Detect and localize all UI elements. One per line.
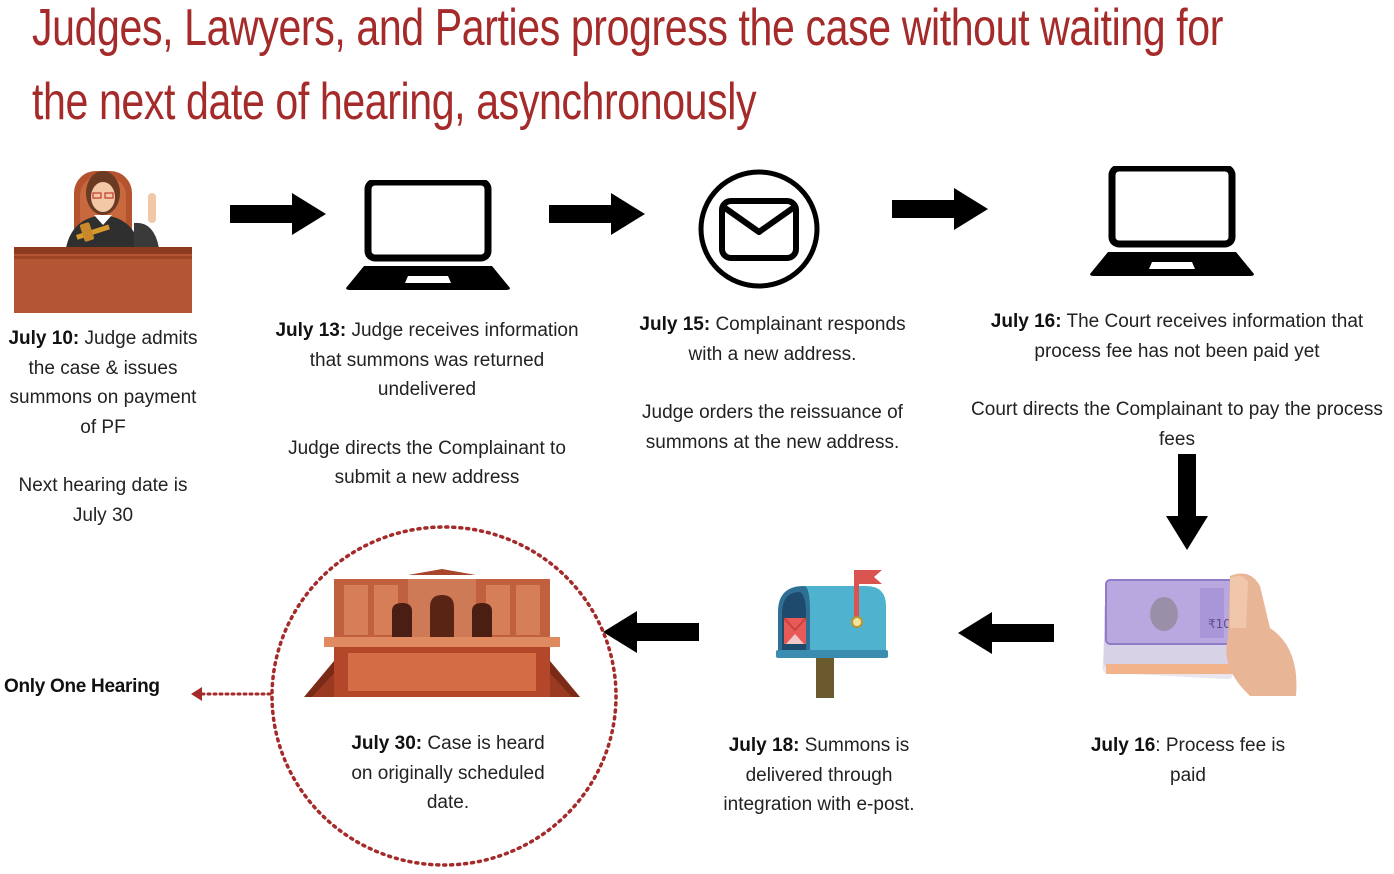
laptop-icon — [1088, 166, 1256, 278]
step-5-caption: July 16: Process fee is paid — [1090, 731, 1286, 790]
step-2-text: Judge receives information that summons … — [309, 320, 579, 400]
step-3-note: Judge orders the reissuance of summons a… — [642, 402, 903, 453]
step-6-caption: July 18: Summons is delivered through in… — [716, 731, 922, 820]
step-3-text: Complainant responds with a new address. — [688, 314, 906, 365]
step-7-date: July 30: — [351, 733, 423, 754]
step-1-caption: July 10: Judge admits the case & issues … — [0, 324, 206, 530]
mailbox-icon — [770, 566, 890, 698]
email-icon — [697, 168, 821, 290]
courtroom-icon — [304, 569, 580, 697]
step-3-caption: July 15: Complainant responds with a new… — [620, 310, 925, 457]
step-1-date: July 10: — [8, 328, 80, 349]
step-7-caption: July 30: Case is heard on originally sch… — [350, 729, 546, 818]
arrow-right-icon — [549, 193, 645, 235]
step-5-text: : Process fee is paid — [1155, 735, 1286, 786]
step-2-caption: July 13: Judge receives information that… — [270, 316, 584, 493]
judge-icon — [14, 163, 192, 313]
diagram-title-line-2: the next date of hearing, asynchronously — [32, 73, 757, 131]
diagram-title-line-1: Judges, Lawyers, and Parties progress th… — [32, 0, 1223, 57]
step-6-date: July 18: — [728, 735, 800, 756]
step-7-text: Case is heard on originally scheduled da… — [351, 733, 545, 813]
step-1-text: Judge admits the case & issues summons o… — [9, 328, 198, 438]
step-2-date: July 13: — [275, 320, 347, 341]
arrow-right-icon — [892, 188, 988, 230]
arrow-left-icon — [958, 612, 1054, 654]
step-4-date: July 16: — [990, 311, 1062, 332]
arrow-left-icon — [603, 611, 699, 653]
step-4-note: Court directs the Complainant to pay the… — [971, 399, 1383, 450]
step-6-text: Summons is delivered through integration… — [723, 735, 915, 815]
step-1-note: Next hearing date is July 30 — [18, 475, 188, 526]
step-3-date: July 15: — [639, 314, 711, 335]
outcome-label: Only One Hearing — [4, 676, 160, 697]
laptop-icon — [344, 180, 512, 292]
money-in-hand-icon: ₹10 — [1100, 568, 1300, 700]
arrow-right-icon — [230, 193, 326, 235]
step-4-text: The Court receives information that proc… — [1034, 311, 1364, 362]
dotted-arrow-left-icon — [190, 684, 274, 709]
svg-text:₹10: ₹10 — [1208, 617, 1231, 631]
highlight-circle — [268, 523, 620, 874]
step-4-caption: July 16: The Court receives information … — [970, 307, 1384, 454]
step-5-date: July 16 — [1090, 735, 1156, 756]
arrow-down-icon — [1166, 454, 1208, 550]
step-2-note: Judge directs the Complainant to submit … — [288, 437, 566, 489]
